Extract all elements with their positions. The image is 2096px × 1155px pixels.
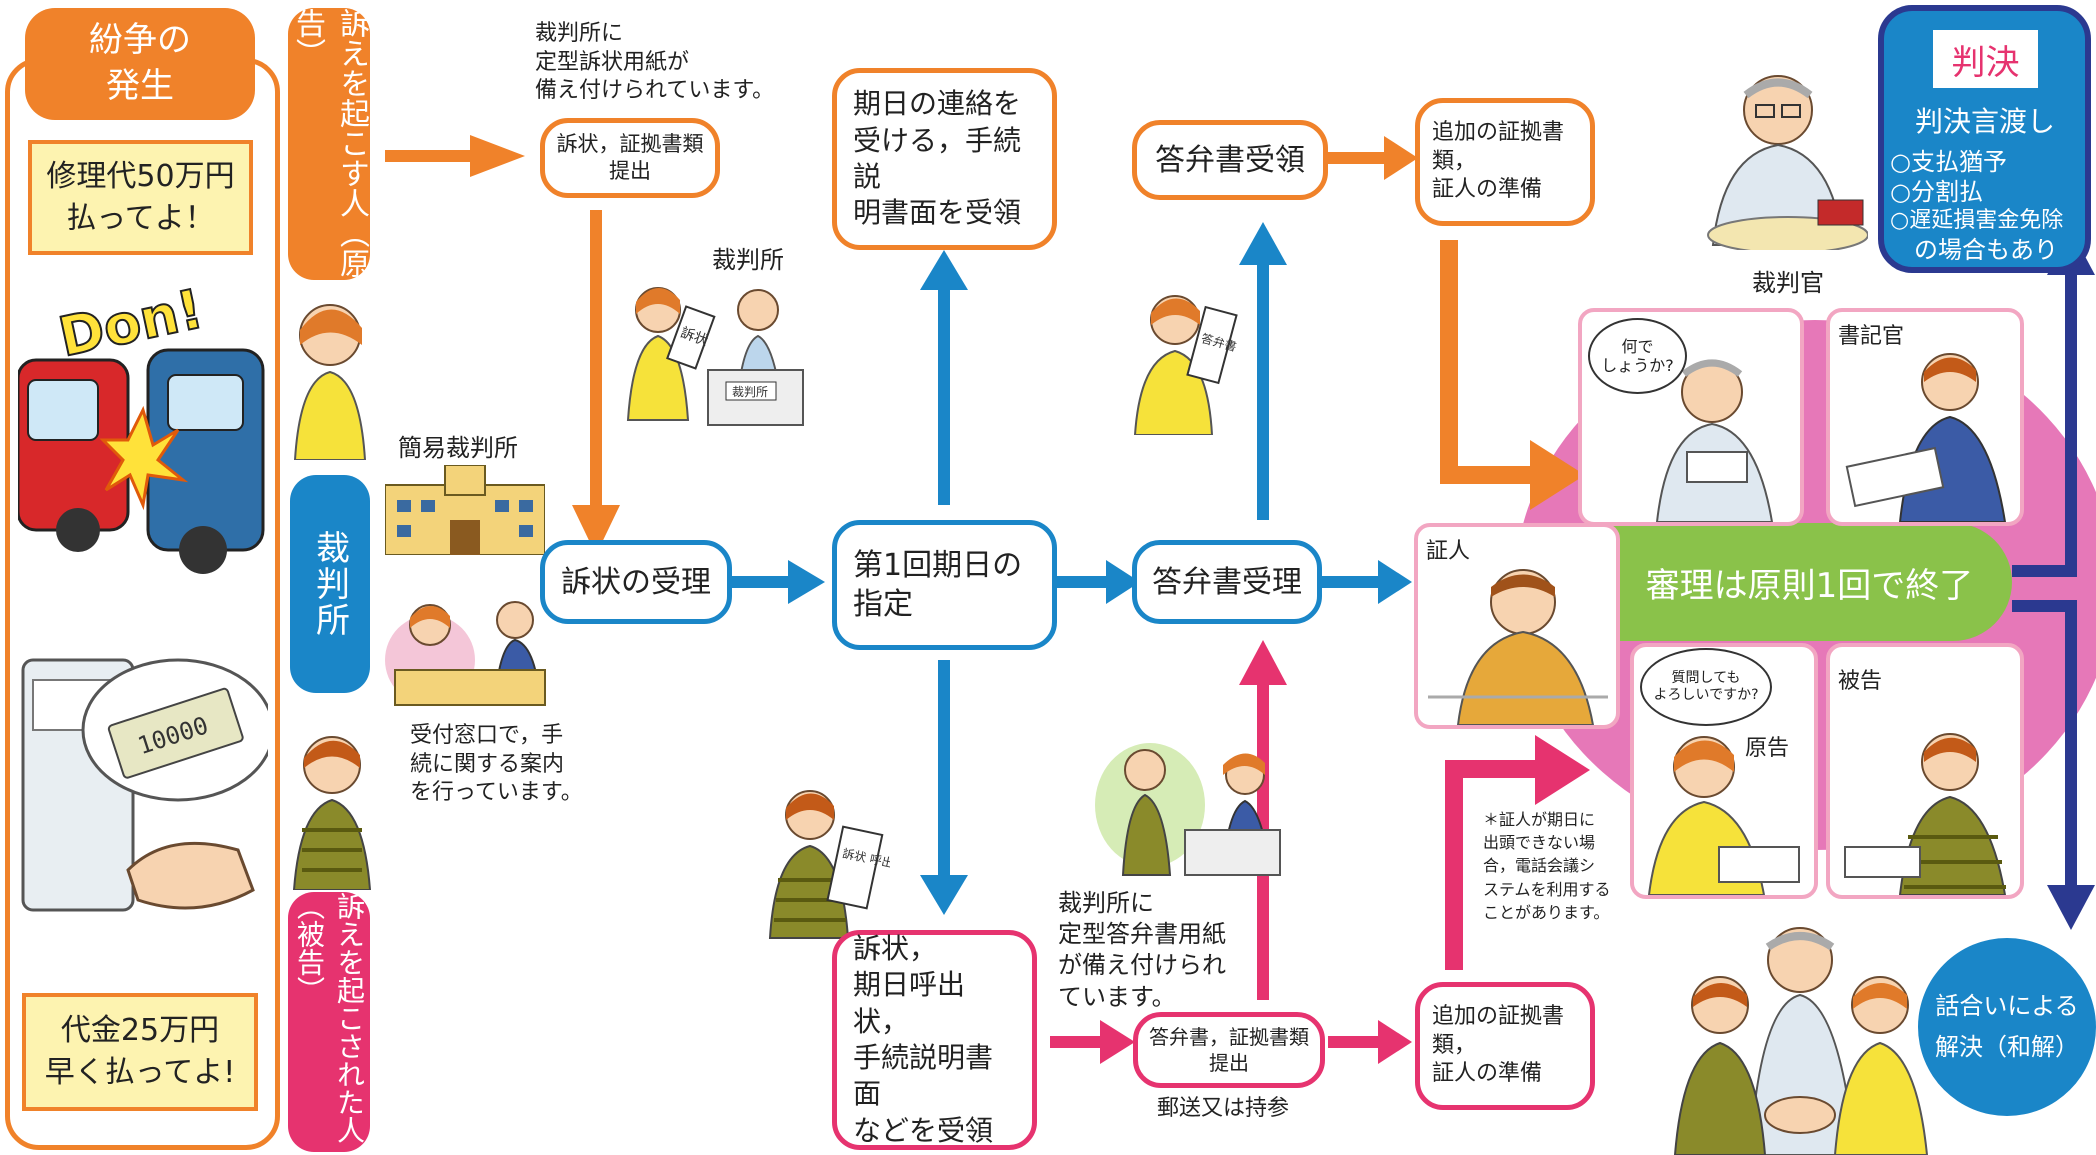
step-receive-complaint: 訴状の受理 <box>540 540 732 624</box>
step-submit-answer: 答弁書，証拠書類提出 <box>1133 1012 1325 1088</box>
plaintiff-caption: 原告 <box>1745 736 1790 761</box>
step-answer-accepted: 答弁書受理 <box>1132 540 1322 624</box>
step-receive-summons: 訴状， 期日呼出状， 手続説明書面 などを受領 <box>832 930 1037 1150</box>
step-file-complaint: 訴状，証拠書類提出 <box>540 118 720 198</box>
note-forms-available: 裁判所に 定型訴状用紙が 備え付けられています。 <box>535 21 775 104</box>
judgment-item-3: ○遅延損害金免除 <box>1890 208 2064 233</box>
note-answer-forms: 裁判所に 定型答弁書用紙 が備え付けられ ています。 <box>1058 889 1226 1011</box>
label-plaintiff: 訴えを起こす人（原告） <box>288 8 370 280</box>
label-court: 裁判所 <box>290 475 370 693</box>
arrow-accept-to-first-date <box>732 560 825 604</box>
arrow-first-date-up <box>920 250 968 505</box>
judgment-item-2: ○分割払 <box>1890 178 1983 206</box>
witness-caption: 証人 <box>1426 539 1471 564</box>
clerk-caption: 書記官 <box>1838 324 1905 349</box>
dispute-title: 紛争の 発生 <box>25 8 255 120</box>
step-extra-evidence-bottom: 追加の証拠書類， 証人の準備 <box>1415 982 1595 1110</box>
judgment-badge: 判決 <box>1933 30 2038 88</box>
note-phone-conference: ＊証人が期日に 出頭できない場 合，電話会議シ ステムを利用する ことがあります… <box>1483 810 1611 922</box>
judge-caption: 裁判官 <box>1752 269 1824 297</box>
summary-court-building <box>385 465 545 555</box>
panel-witness <box>1414 523 1620 729</box>
defendant-caption: 被告 <box>1838 669 1883 694</box>
note-reception: 受付窓口で，手 続に関する案内 を行っています。 <box>410 723 583 806</box>
judgment-line: 判決言渡し <box>1914 105 2055 138</box>
payment-illustration: 10000 <box>21 658 268 912</box>
panel-clerk <box>1826 308 2024 526</box>
submitting-answer-illustration <box>1095 743 1281 876</box>
settlement-circle: 話合いによる 解決（和解） <box>1918 938 2096 1116</box>
defendant-receives-summons-illustration: 訴状 呼出状 <box>768 790 890 939</box>
bubble-judge: 何で しょうか? <box>1588 318 1687 394</box>
arrow-first-date-down <box>920 660 968 915</box>
settlement-illustration <box>1673 927 1929 1155</box>
note-mail-or-bring: 郵送又は持参 <box>1157 1096 1290 1121</box>
arrow-evidence-bottom-to-hearing <box>1445 735 1590 970</box>
arrow-summons-to-submit <box>1050 1020 1135 1064</box>
judgment-box <box>1878 5 2091 273</box>
step-extra-evidence-top: 追加の証拠書類， 証人の準備 <box>1415 98 1595 226</box>
arrow-submit-to-evidence <box>1328 1020 1412 1064</box>
bubble-plaintiff: 質問しても よろしいですか? <box>1640 648 1772 726</box>
step-first-date: 第1回期日の 指定 <box>832 520 1057 650</box>
arrow-answer-to-hearing <box>1322 560 1412 604</box>
arrow-answer-received-to-evidence <box>1328 136 1418 180</box>
arrow-first-date-to-answer <box>1050 560 1140 604</box>
panel-defendant <box>1826 643 2024 899</box>
arrow-answer-up <box>1239 222 1287 520</box>
defendant-figure <box>292 736 372 890</box>
step-answer-received: 答弁書受領 <box>1132 120 1328 200</box>
reception-illustration <box>385 601 546 706</box>
hearing-bar <box>1612 523 2012 641</box>
court-caption: 裁判所 <box>712 246 784 274</box>
quote-bottom: 代金25万円 早く払ってよ! <box>22 993 258 1111</box>
arrow-plaintiff-to-filing <box>385 135 525 177</box>
summary-court-caption: 簡易裁判所 <box>398 434 518 462</box>
arrow-evidence-to-hearing <box>1440 240 1585 510</box>
judge-illustration <box>1707 75 1868 250</box>
car-crash-illustration: Don! <box>18 280 265 574</box>
step-date-notice: 期日の連絡を 受ける，手続説 明書面を受領 <box>832 68 1057 250</box>
sign-court: 裁判所 <box>732 385 768 399</box>
plaintiff-figure <box>293 304 367 460</box>
defendant-with-answer-illustration: 答弁書 <box>1133 295 1238 435</box>
hearing-text: 審理は原則1回で終了 <box>1645 565 1974 606</box>
quote-top: 修理代50万円 払ってよ！ <box>28 140 253 255</box>
label-defendant: 訴えを起こされた人（被告） <box>288 892 370 1152</box>
judgment-item-4: の場合もあり <box>1890 236 2058 264</box>
judgment-item-1: ○支払猶予 <box>1890 148 2007 176</box>
filing-at-court-illustration: 訴状 裁判所 <box>626 287 804 426</box>
arrow-filing-to-acceptance <box>572 210 620 555</box>
arrow-hearing-to-settlement <box>2012 600 2095 930</box>
